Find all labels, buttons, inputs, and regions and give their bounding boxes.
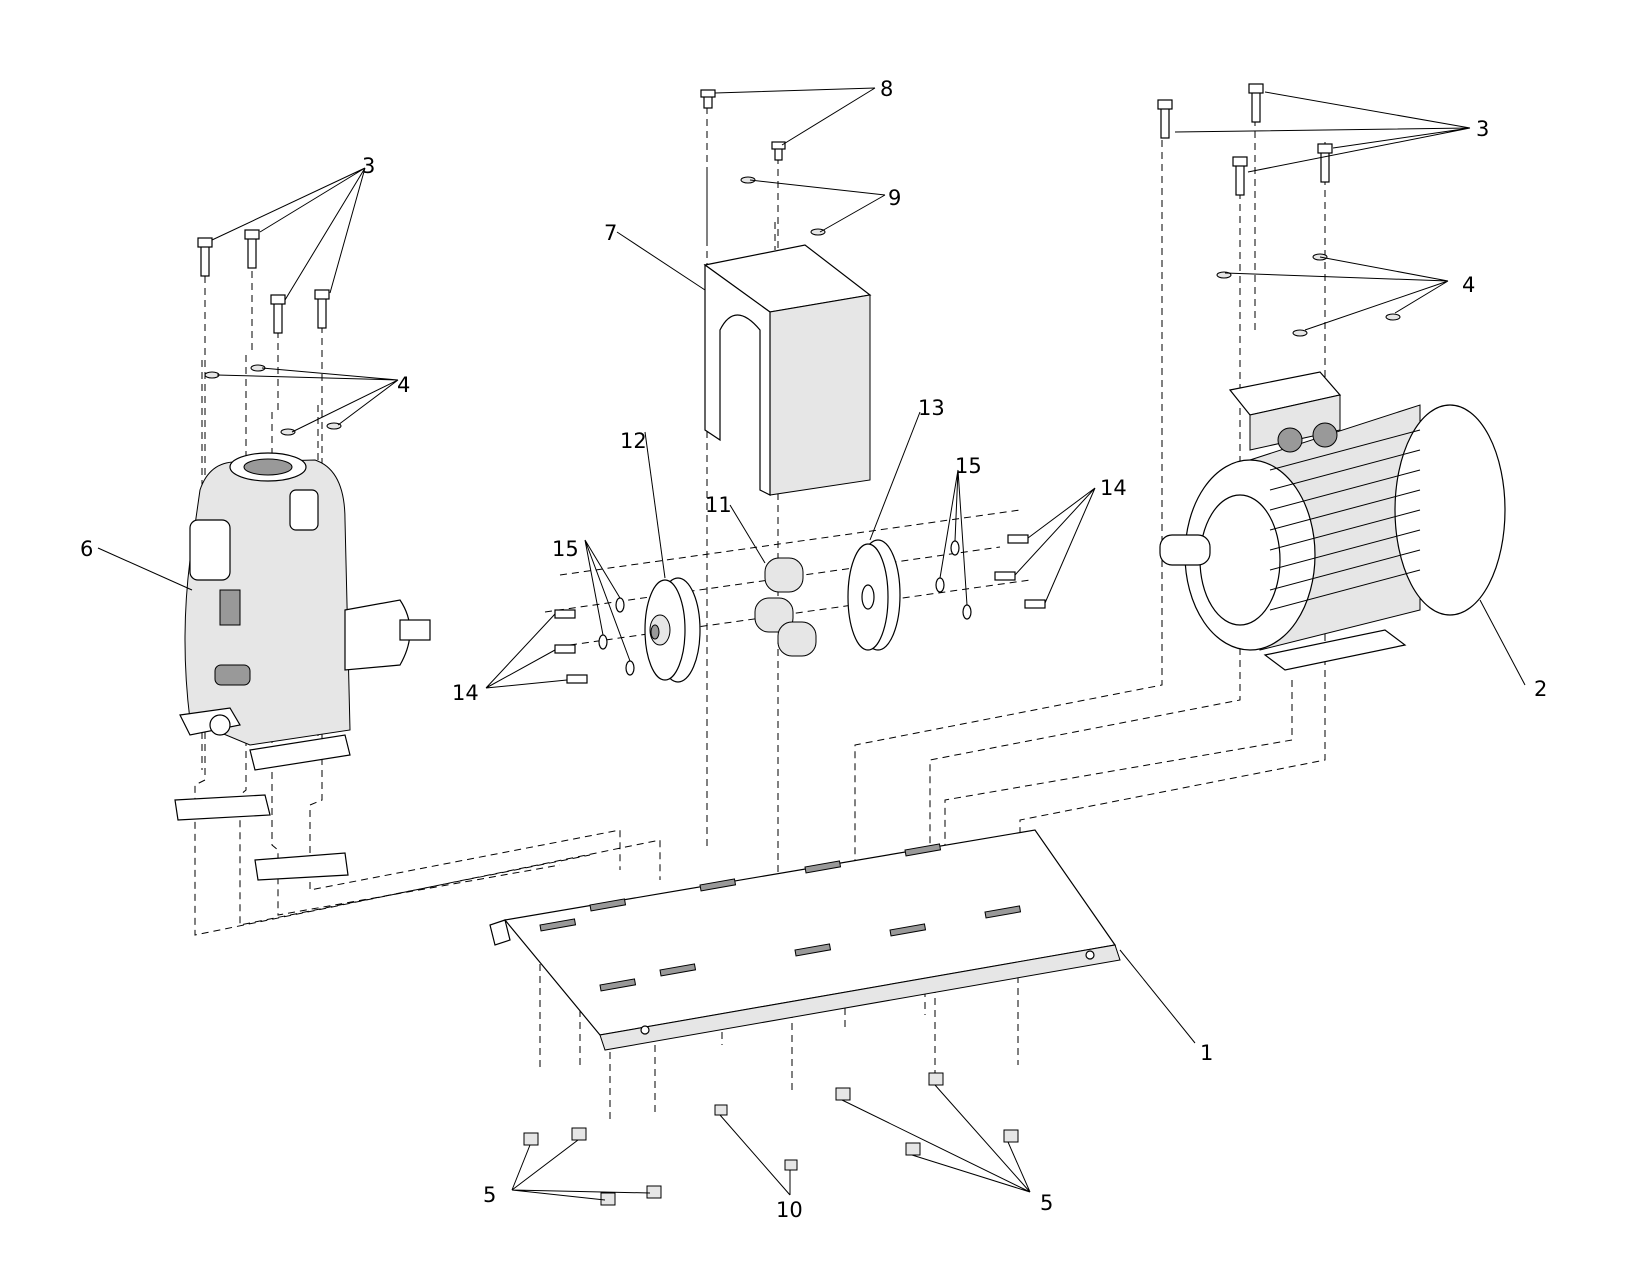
coupling-inserts xyxy=(754,557,817,657)
callout-8: 8 xyxy=(880,77,893,101)
coupling-bolts-washers xyxy=(554,534,1046,684)
callout-14-right: 14 xyxy=(1100,476,1127,500)
callout-4-pump: 4 xyxy=(397,373,410,397)
callout-3-motor: 3 xyxy=(1476,117,1489,141)
callout-15-right: 15 xyxy=(955,454,982,478)
nuts xyxy=(523,1072,1019,1206)
leader-lines xyxy=(97,87,1526,1201)
motor xyxy=(1159,371,1506,671)
callout-labels: 1 2 3 3 4 4 5 5 6 7 8 9 10 11 12 13 14 1… xyxy=(80,77,1547,1222)
callout-15-left: 15 xyxy=(552,537,579,561)
callout-9: 9 xyxy=(888,186,901,210)
base-plate xyxy=(489,829,1121,1051)
callout-4-motor: 4 xyxy=(1462,273,1475,297)
callout-12: 12 xyxy=(620,429,647,453)
shim-plate xyxy=(254,852,349,881)
coupling-guard xyxy=(703,244,872,496)
callout-5-left: 5 xyxy=(483,1183,496,1207)
shim-plate xyxy=(174,794,271,821)
callout-3-pump: 3 xyxy=(362,154,375,178)
callout-2: 2 xyxy=(1534,677,1547,701)
bolts xyxy=(197,83,1333,334)
callout-7: 7 xyxy=(604,221,617,245)
coupling-half-pump xyxy=(644,577,701,683)
callout-5-right: 5 xyxy=(1040,1191,1053,1215)
callout-11: 11 xyxy=(705,493,732,517)
callout-14-left: 14 xyxy=(452,681,479,705)
callout-10: 10 xyxy=(776,1198,803,1222)
callout-6: 6 xyxy=(80,537,93,561)
callout-13: 13 xyxy=(918,396,945,420)
coupling-half-motor xyxy=(847,539,901,651)
callout-1: 1 xyxy=(1200,1041,1213,1065)
washers xyxy=(204,176,1401,436)
pump xyxy=(179,452,431,771)
